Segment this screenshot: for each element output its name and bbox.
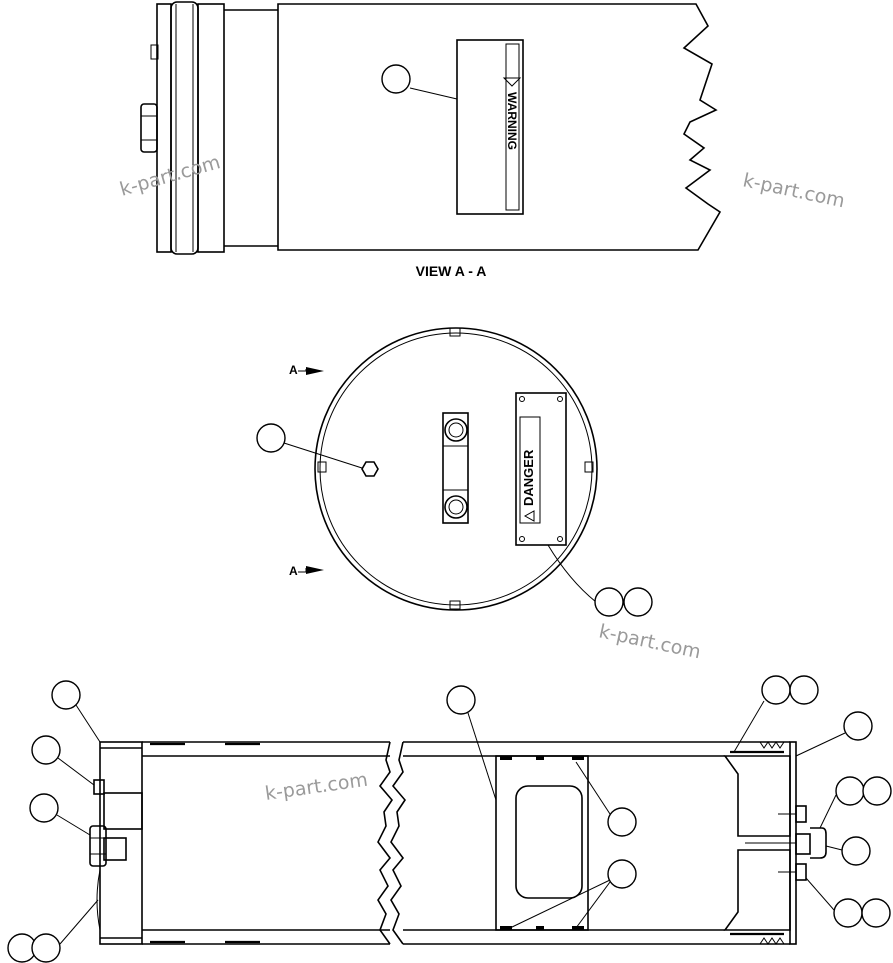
watermark: k-part.com [264, 769, 370, 805]
leader-line [509, 879, 611, 929]
callout-bubble [623, 587, 653, 617]
baffle-window [515, 785, 583, 899]
plug [93, 779, 105, 795]
leader-line [59, 899, 99, 945]
end-cap [99, 741, 143, 945]
callout-bubble [862, 776, 892, 806]
bolt-stub [150, 44, 159, 60]
callout-bubble [29, 793, 59, 823]
callout-bubble [381, 64, 411, 94]
cylinder-body [277, 3, 722, 251]
nut [795, 805, 807, 823]
danger-decal [515, 392, 567, 546]
callout-bubble [761, 675, 791, 705]
flange-ring [170, 1, 199, 255]
leader-line [57, 757, 95, 786]
outer-rim [314, 327, 598, 611]
nut [795, 863, 807, 881]
callout-bubble [833, 898, 863, 928]
leader-line [75, 704, 101, 743]
warning-label: WARNING [505, 92, 519, 150]
leader-line [283, 442, 363, 469]
arrow-right-icon [306, 367, 324, 375]
watermark: k-part.com [741, 169, 847, 212]
watermark: k-part.com [597, 620, 703, 663]
end-view-drawing: DANGER A A [256, 327, 653, 617]
leader-line [409, 87, 458, 100]
callout-bubble [256, 423, 286, 453]
section-view-drawing [7, 675, 892, 963]
leader-line [575, 881, 611, 929]
callout-bubble [31, 735, 61, 765]
u-bracket [810, 827, 827, 859]
view-label: VIEW A - A [416, 263, 487, 279]
break-line-left [377, 741, 394, 945]
leader-line [819, 794, 837, 829]
warning-triangle-icon [523, 510, 535, 522]
leader-line [825, 845, 843, 851]
leader-line [547, 544, 597, 603]
callout-bubble [607, 859, 637, 889]
hex-nut [140, 103, 158, 153]
callout-bubble [607, 807, 637, 837]
flange [156, 3, 172, 253]
mounting-bracket [442, 412, 469, 524]
arrow-right-icon [306, 566, 324, 574]
callout-bubble [841, 836, 871, 866]
leader-line [805, 877, 835, 911]
section-marker-top: A [289, 363, 298, 377]
flange-plate [197, 3, 225, 253]
watermark: k-part.com [117, 151, 223, 201]
warning-decal [456, 39, 524, 215]
callout-bubble [594, 587, 624, 617]
warning-triangle-icon [502, 77, 522, 87]
callout-bubble [51, 680, 81, 710]
callout-bubble [835, 776, 865, 806]
section-marker-bottom: A [289, 564, 298, 578]
bolt-head [444, 418, 468, 442]
break-line-right [390, 741, 407, 945]
leader-line [733, 700, 765, 753]
callout-bubble [843, 711, 873, 741]
view-a-a-drawing: WARNING VIEW A - A [140, 1, 722, 279]
leader-line [575, 761, 611, 815]
baffle-assembly [495, 755, 589, 931]
leader-line [795, 732, 846, 757]
inlet-port [103, 792, 143, 830]
bolt-head [444, 495, 468, 519]
hex-fitting [89, 825, 107, 867]
callout-bubble [446, 685, 476, 715]
leader-line [56, 814, 91, 836]
fitting [795, 833, 811, 855]
callout-bubble [789, 675, 819, 705]
callout-bubble [861, 898, 891, 928]
danger-label: DANGER [521, 449, 536, 506]
leader-line [467, 712, 497, 801]
callout-bubble [31, 933, 61, 963]
outlet-housing [723, 755, 791, 837]
drain-plug [361, 461, 379, 477]
